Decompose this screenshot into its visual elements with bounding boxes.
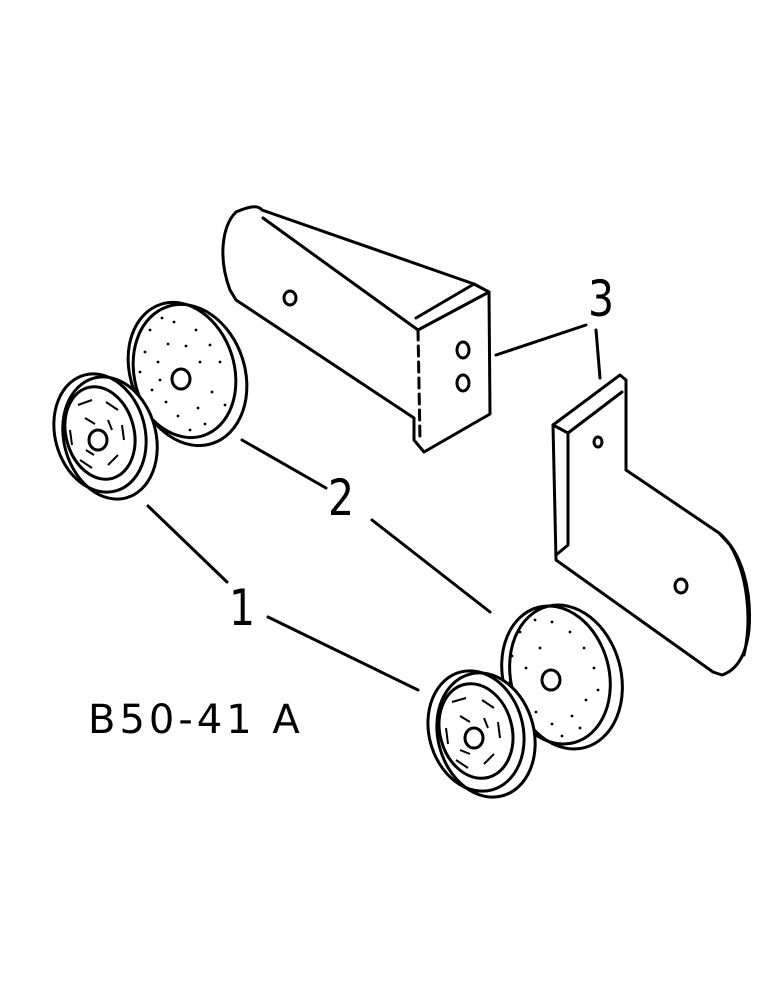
pad-texture xyxy=(508,618,600,738)
leader-line-3b xyxy=(594,328,602,380)
pulley-hub-pattern xyxy=(445,697,501,769)
bracket-hole xyxy=(282,289,298,307)
leader-line-3a xyxy=(494,323,588,357)
callout-3: 3 xyxy=(588,270,615,328)
figure-code: B50-41 A xyxy=(88,697,304,743)
leader-line-2b xyxy=(370,518,492,614)
pad-texture xyxy=(138,316,227,432)
pulley-hub-pattern xyxy=(69,399,125,469)
pad-lower xyxy=(500,603,624,751)
callout-1: 1 xyxy=(229,579,256,637)
bracket-hole xyxy=(455,373,471,393)
pulley-lower xyxy=(426,669,537,799)
pulley-upper xyxy=(52,372,159,501)
leader-line-1a xyxy=(146,504,229,584)
leader-line-2a xyxy=(240,438,328,490)
callout-2: 2 xyxy=(328,469,355,527)
bracket-hole xyxy=(673,577,689,595)
bracket-hole xyxy=(592,435,604,449)
leader-line-1b xyxy=(266,615,420,692)
bracket-hole xyxy=(455,340,471,360)
bracket-upper xyxy=(221,205,492,454)
leader-lines xyxy=(146,323,602,692)
pad-upper xyxy=(126,300,249,448)
bracket-lower xyxy=(551,373,751,677)
